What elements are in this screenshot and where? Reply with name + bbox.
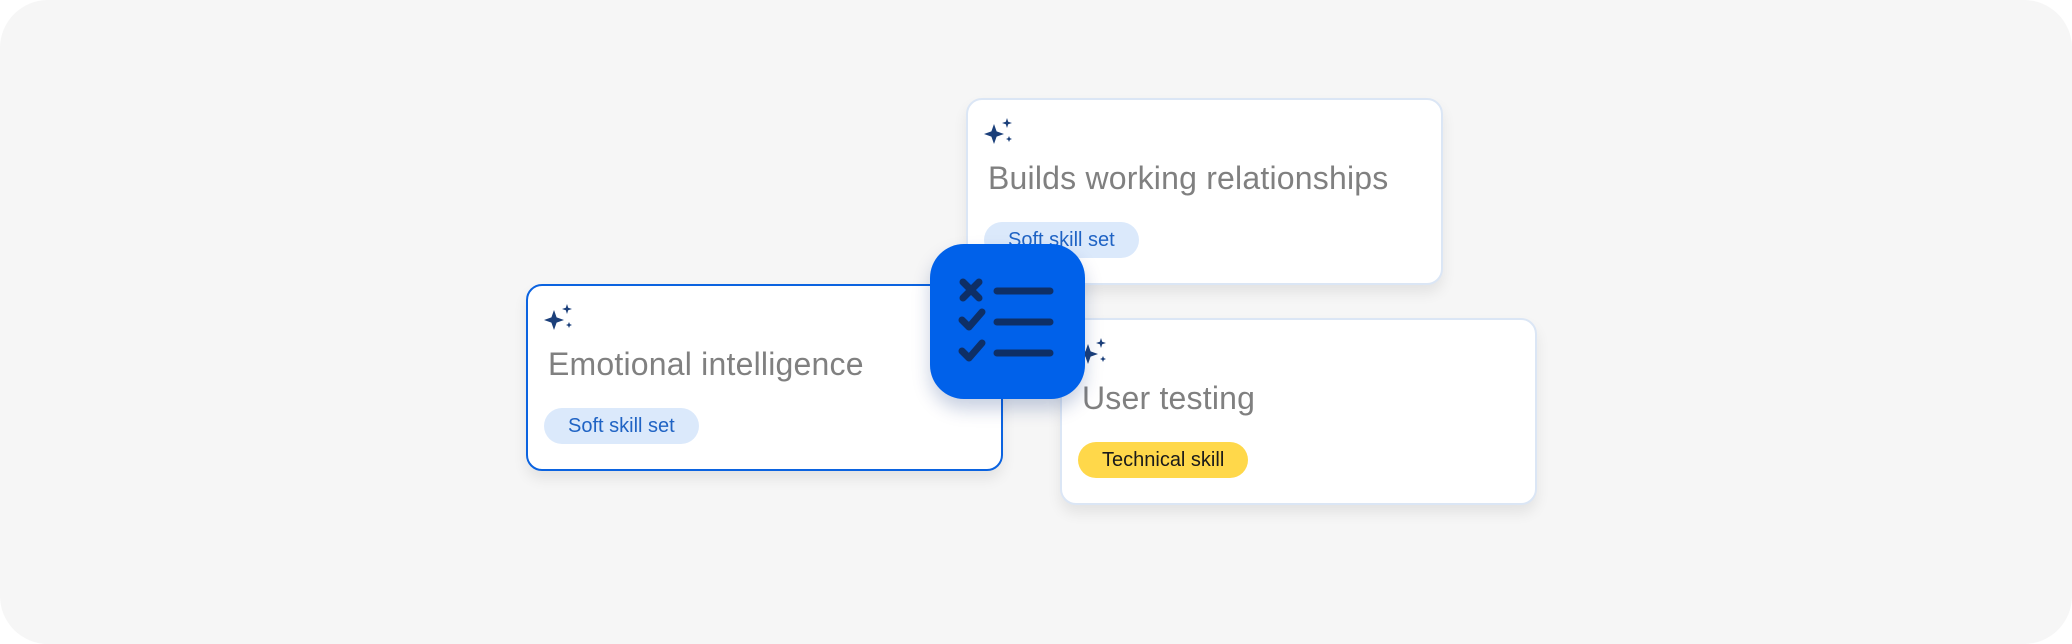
checklist-badge [930, 244, 1085, 399]
skill-type-tag: Technical skill [1078, 442, 1249, 478]
sparkle-icon [544, 304, 572, 330]
sparkle-icon [1078, 338, 1106, 364]
skill-title: Builds working relationships [988, 160, 1389, 196]
skill-card-emotional-intelligence[interactable]: Emotional intelligence Soft skill set [526, 284, 1003, 471]
sparkle-icon [984, 118, 1012, 144]
checklist-icon [958, 278, 1054, 362]
skill-title: Emotional intelligence [548, 346, 864, 382]
skill-title: User testing [1082, 380, 1256, 416]
skill-card-user-testing[interactable]: User testing Technical skill [1060, 318, 1537, 505]
skill-type-tag: Soft skill set [544, 408, 699, 444]
